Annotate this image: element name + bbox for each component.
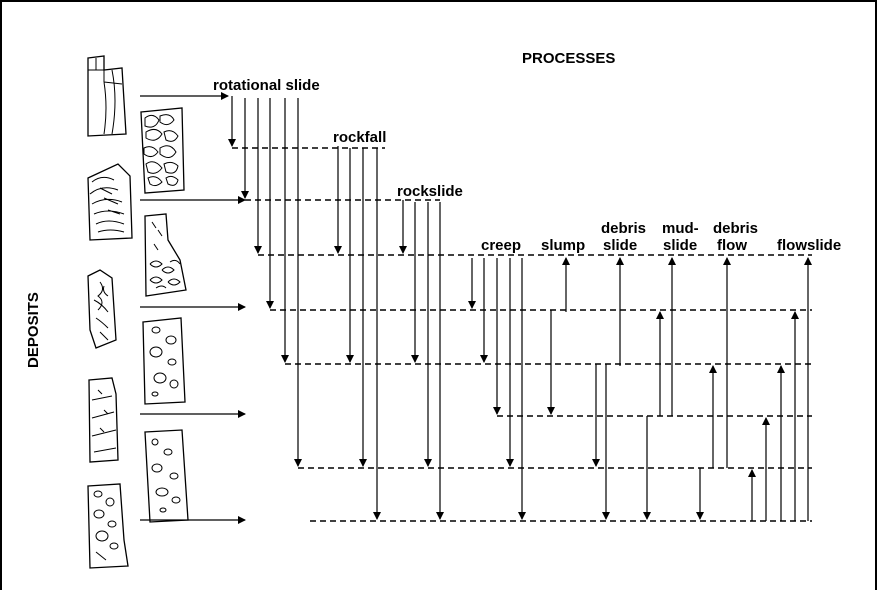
svg-text:debris: debris (601, 220, 646, 237)
deposit-sketch-debris (143, 318, 185, 404)
process-label-rockslide: rockslide (397, 183, 463, 200)
svg-text:mud-: mud- (662, 220, 699, 237)
process-label-rockfall: rockfall (333, 129, 386, 146)
deposit-sketch-flow (88, 484, 128, 568)
svg-text:slide: slide (603, 237, 637, 254)
deposit-sketch-slump (89, 378, 118, 462)
svg-text:flowslide: flowslide (777, 237, 841, 254)
svg-text:slide: slide (663, 237, 697, 254)
deposit-sketch-rockslide (88, 164, 132, 240)
processes-heading: PROCESSES (522, 50, 615, 67)
process-label-debris-flow: debris flow (713, 220, 758, 254)
process-label-rotational-slide: rotational slide (213, 77, 320, 94)
deposit-sketch-blocky-rubble (141, 108, 184, 193)
svg-text:creep: creep (481, 237, 521, 254)
deposit-sketch-mudslide (145, 430, 188, 522)
process-label-slump: slump (541, 237, 585, 254)
svg-text:flow: flow (717, 237, 747, 254)
deposit-sketch-rotational-slide (88, 56, 126, 136)
process-label-debris-slide: debris slide (601, 220, 646, 254)
process-label-mud-slide: mud- slide (662, 220, 699, 254)
deposits-heading: DEPOSITS (25, 292, 42, 368)
svg-text:rotational slide: rotational slide (213, 77, 320, 94)
process-arrows (232, 96, 808, 521)
deposit-sketch-creep (88, 270, 116, 348)
svg-text:debris: debris (713, 220, 758, 237)
svg-text:slump: slump (541, 237, 585, 254)
process-label-flowslide: flowslide (777, 237, 841, 254)
deposit-sketch-rockfall-talus (145, 214, 186, 296)
svg-text:rockslide: rockslide (397, 183, 463, 200)
svg-text:rockfall: rockfall (333, 129, 386, 146)
process-label-creep: creep (481, 237, 521, 254)
